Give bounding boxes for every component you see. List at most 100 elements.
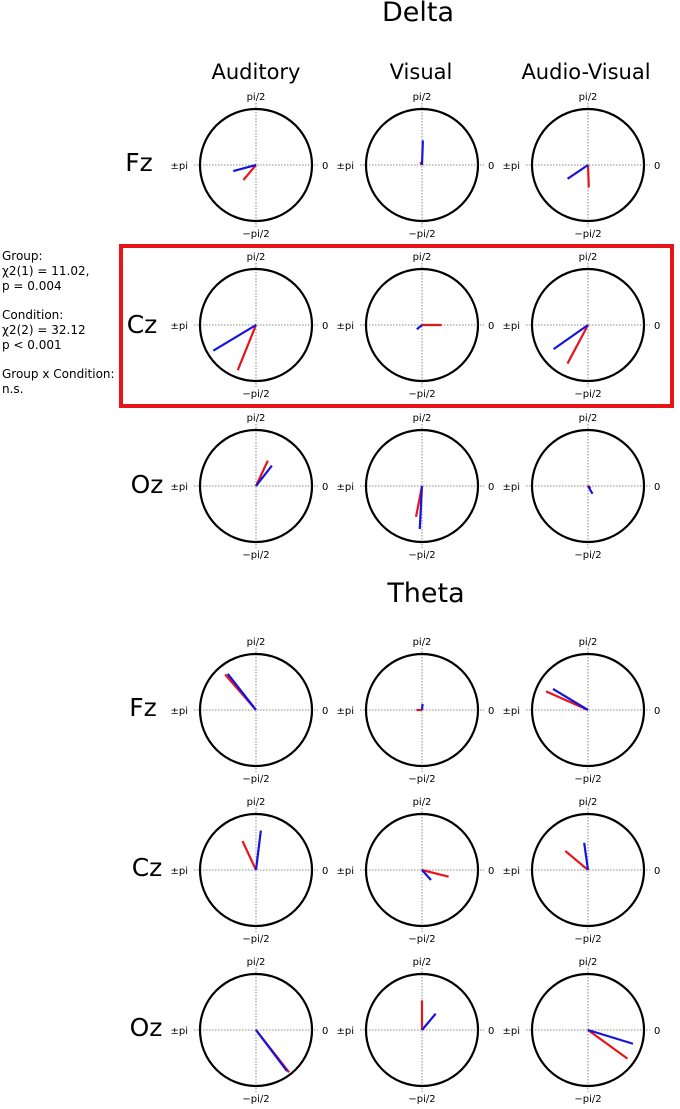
tick-label-right: 0 [654, 161, 660, 172]
row-label-theta-oz: Oz [129, 1013, 163, 1042]
row-label-delta-fz: Fz [125, 148, 153, 177]
tick-label-right: 0 [322, 321, 328, 332]
vector-blue [421, 1012, 437, 1031]
tick-label-left: ±pi [336, 482, 354, 493]
vector-red [242, 164, 257, 181]
stat-interaction-label: Group x Condition: [2, 367, 115, 381]
tick-label-left: ±pi [502, 1026, 520, 1037]
tick-label-bottom: −pi/2 [408, 389, 435, 400]
tick-label-right: 0 [654, 482, 660, 493]
vector-blue [420, 703, 424, 711]
unit-circle [364, 812, 480, 928]
vector-red [587, 1029, 629, 1060]
polar-plot-delta-cz-visual: pi/2 −pi/2 ±pi 0 [336, 252, 494, 400]
tick-label-bottom: −pi/2 [574, 774, 601, 785]
tick-label-left: ±pi [170, 161, 188, 172]
unit-circle [198, 267, 314, 383]
vector-blue [232, 163, 257, 173]
unit-circle [198, 812, 314, 928]
polar-plot-theta-oz-auditory: pi/2 −pi/2 ±pi 0 [170, 957, 328, 1105]
tick-label-left: ±pi [502, 482, 520, 493]
tick-label-bottom: −pi/2 [408, 1094, 435, 1105]
column-title-audio-visual: Audio-Visual [521, 60, 651, 84]
tick-label-top: pi/2 [413, 92, 432, 103]
vector-blue [255, 465, 273, 487]
unit-circle [198, 972, 314, 1088]
vector-blue [255, 1029, 288, 1072]
vector-red [564, 850, 589, 871]
vector-blue [552, 324, 589, 350]
tick-label-right: 0 [322, 706, 328, 717]
unit-circle [364, 428, 480, 544]
vector-blue [421, 869, 432, 881]
tick-label-top: pi/2 [413, 797, 432, 808]
unit-circle [530, 652, 646, 768]
vector-blue [566, 164, 589, 180]
vector-red [586, 164, 590, 188]
tick-label-bottom: −pi/2 [242, 229, 269, 240]
tick-label-right: 0 [488, 706, 494, 717]
row-label-delta-oz: Oz [130, 470, 164, 499]
tick-label-right: 0 [488, 1026, 494, 1037]
tick-label-left: ±pi [502, 866, 520, 877]
statistics-annotation: Group: χ2(1) = 11.02, p = 0.004 Conditio… [2, 249, 122, 397]
vector-blue [212, 324, 257, 352]
unit-circle [530, 428, 646, 544]
vector-red [236, 324, 258, 371]
vector-blue [226, 673, 257, 711]
tick-label-bottom: −pi/2 [408, 550, 435, 561]
tick-label-left: ±pi [502, 161, 520, 172]
tick-label-top: pi/2 [413, 252, 432, 263]
stat-condition-label: Condition: [2, 308, 64, 322]
tick-label-top: pi/2 [413, 957, 432, 968]
tick-label-right: 0 [488, 321, 494, 332]
tick-label-bottom: −pi/2 [242, 1094, 269, 1105]
stat-group-p: p = 0.004 [2, 279, 62, 293]
vector-blue [254, 830, 262, 871]
tick-label-left: ±pi [502, 706, 520, 717]
vector-blue [418, 485, 424, 530]
stat-condition-chi2: χ2(2) = 32.12 [2, 323, 86, 337]
unit-circle [530, 972, 646, 1088]
unit-circle [364, 107, 480, 223]
tick-label-left: ±pi [336, 866, 354, 877]
tick-label-left: ±pi [502, 321, 520, 332]
tick-label-right: 0 [322, 1026, 328, 1037]
tick-label-left: ±pi [170, 482, 188, 493]
row-label-delta-cz: Cz [126, 310, 158, 339]
tick-label-bottom: −pi/2 [408, 774, 435, 785]
tick-label-top: pi/2 [247, 957, 266, 968]
tick-label-left: ±pi [336, 321, 354, 332]
stat-condition-p: p < 0.001 [2, 338, 62, 352]
tick-label-bottom: −pi/2 [574, 934, 601, 945]
row-label-theta-cz: Cz [131, 853, 163, 882]
vector-blue [552, 688, 589, 711]
tick-label-top: pi/2 [579, 252, 598, 263]
tick-label-bottom: −pi/2 [574, 229, 601, 240]
unit-circle [530, 267, 646, 383]
tick-label-left: ±pi [170, 321, 188, 332]
vector-blue [587, 485, 594, 495]
tick-label-top: pi/2 [413, 413, 432, 424]
tick-label-top: pi/2 [247, 637, 266, 648]
unit-circle [364, 972, 480, 1088]
stat-group-chi2: χ2(1) = 11.02, [2, 264, 90, 278]
unit-circle [198, 428, 314, 544]
tick-label-left: ±pi [170, 1026, 188, 1037]
tick-label-bottom: −pi/2 [574, 550, 601, 561]
unit-circle [364, 267, 480, 383]
vector-red [241, 840, 257, 871]
tick-label-top: pi/2 [247, 797, 266, 808]
tick-label-top: pi/2 [579, 797, 598, 808]
row-label-theta-fz: Fz [129, 693, 157, 722]
vector-red [566, 324, 589, 365]
